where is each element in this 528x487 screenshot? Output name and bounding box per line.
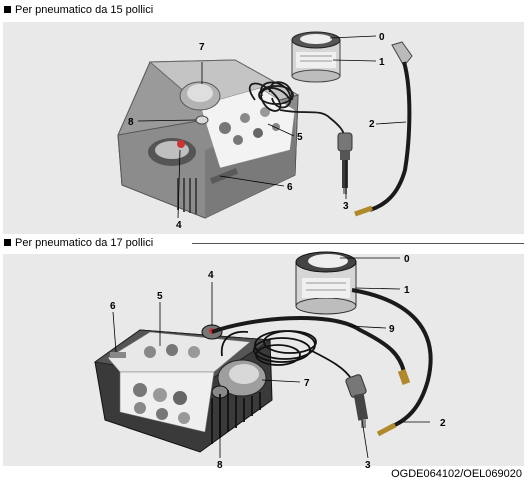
filler-hose-15	[354, 41, 413, 217]
label-6-17: 6	[110, 301, 116, 312]
label-2-17: 2	[440, 418, 446, 429]
label-6-15: 6	[287, 182, 293, 193]
sealant-bottle-15	[291, 31, 341, 83]
label-9-17: 9	[389, 324, 395, 335]
power-plug-15	[337, 132, 353, 194]
label-8-15: 8	[128, 117, 134, 128]
label-0-15: 0	[379, 32, 385, 43]
label-5-17: 5	[157, 291, 163, 302]
label-7-17: 7	[304, 378, 310, 389]
sealant-bottle-17	[295, 251, 357, 315]
section-2-header: Per pneumatico da 17 pollici	[4, 237, 153, 249]
bullet-square-icon	[4, 239, 11, 246]
compressor-15	[117, 59, 300, 219]
compressor-17	[93, 324, 273, 453]
label-8-17: 8	[217, 460, 223, 471]
leader-lines-15	[137, 35, 407, 219]
label-2-15: 2	[369, 119, 375, 130]
section-2-title: Per pneumatico da 17 pollici	[15, 237, 154, 249]
power-plug-17	[345, 374, 369, 428]
leader-lines-17	[112, 257, 430, 459]
section-1-title: Per pneumatico da 15 pollici	[15, 4, 154, 16]
label-4-15: 4	[176, 220, 182, 231]
label-5-15: 5	[297, 132, 303, 143]
label-4-17: 4	[208, 270, 214, 281]
power-cord-coil-17	[220, 330, 353, 381]
filler-hose-17	[351, 288, 433, 437]
label-7-15: 7	[199, 42, 205, 53]
label-0-17: 0	[404, 254, 410, 265]
section-divider	[192, 243, 524, 244]
label-3-17: 3	[365, 460, 371, 471]
section-1-header: Per pneumatico da 15 pollici	[4, 4, 153, 16]
label-1-15: 1	[379, 57, 385, 68]
bullet-square-icon	[4, 6, 11, 13]
label-3-15: 3	[343, 201, 349, 212]
label-1-17: 1	[404, 285, 410, 296]
figure-caption: OGDE064102/OEL069020	[391, 468, 522, 480]
